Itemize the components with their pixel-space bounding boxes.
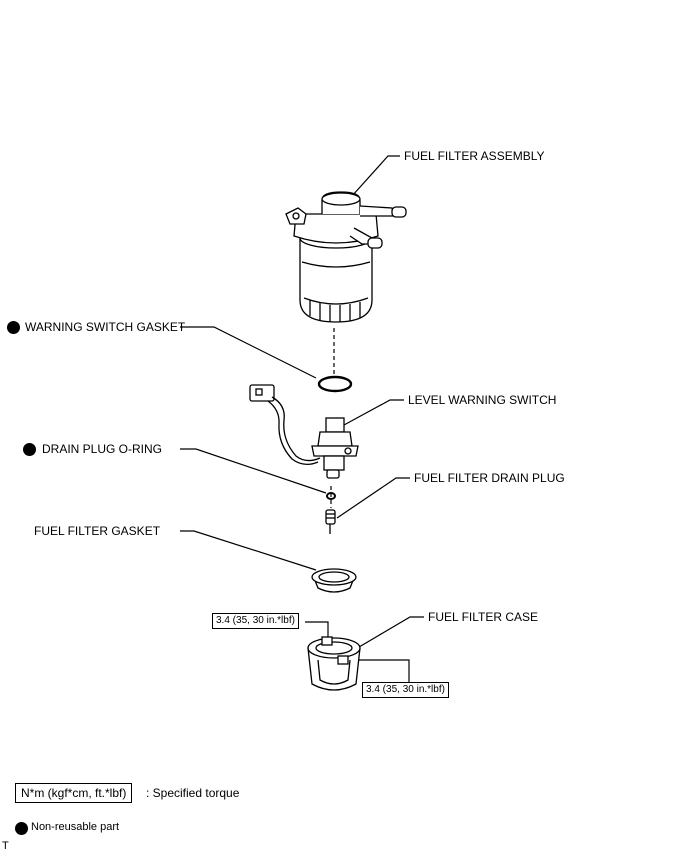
fuel-filter-assembly-drawing: [285, 191, 407, 323]
leader-fuel-filter-case: [353, 616, 424, 651]
legend-torque-description: : Specified torque: [146, 786, 240, 800]
leader-fuel-filter-assembly: [351, 155, 400, 197]
non-reusable-dot-icon: [7, 321, 20, 334]
label-fuel-filter-drain-plug: FUEL FILTER DRAIN PLUG: [414, 471, 565, 485]
torque-spec-box: 3.4 (35, 30 in.*lbf): [362, 682, 449, 698]
leader-drain-plug-o-ring: [180, 448, 327, 494]
drain-plug-o-ring-drawing: [326, 492, 336, 500]
torque-spec-box: 3.4 (35, 30 in.*lbf): [212, 613, 299, 629]
label-fuel-filter-assembly: FUEL FILTER ASSEMBLY: [404, 149, 545, 163]
level-warning-switch-drawing: [249, 384, 359, 479]
leader-warning-switch-gasket: [180, 326, 317, 379]
corner-mark: T: [2, 840, 9, 852]
legend-non-reusable-part: Non-reusable part: [31, 821, 120, 833]
label-drain-plug-o-ring: DRAIN PLUG O-RING: [42, 442, 163, 456]
warning-switch-gasket-drawing: [317, 375, 353, 393]
fuel-filter-case-drawing: [307, 636, 361, 691]
label-fuel-filter-case: FUEL FILTER CASE: [428, 610, 539, 624]
leader-torque-2: [346, 659, 410, 682]
leader-torque-1: [305, 621, 329, 640]
label-fuel-filter-gasket: FUEL FILTER GASKET: [34, 524, 161, 538]
legend-torque-unit-box: N*m (kgf*cm, ft.*lbf): [15, 783, 133, 803]
label-level-warning-switch: LEVEL WARNING SWITCH: [408, 393, 557, 407]
leader-fuel-filter-drain-plug: [336, 477, 410, 519]
label-warning-switch-gasket: WARNING SWITCH GASKET: [25, 320, 186, 334]
non-reusable-dot-icon: [23, 443, 36, 456]
non-reusable-dot-icon: [15, 822, 28, 835]
fuel-filter-drain-plug-drawing: [325, 509, 336, 534]
fuel-filter-gasket-drawing: [311, 568, 357, 593]
leader-fuel-filter-gasket: [180, 530, 317, 571]
leader-level-warning-switch: [343, 399, 404, 426]
